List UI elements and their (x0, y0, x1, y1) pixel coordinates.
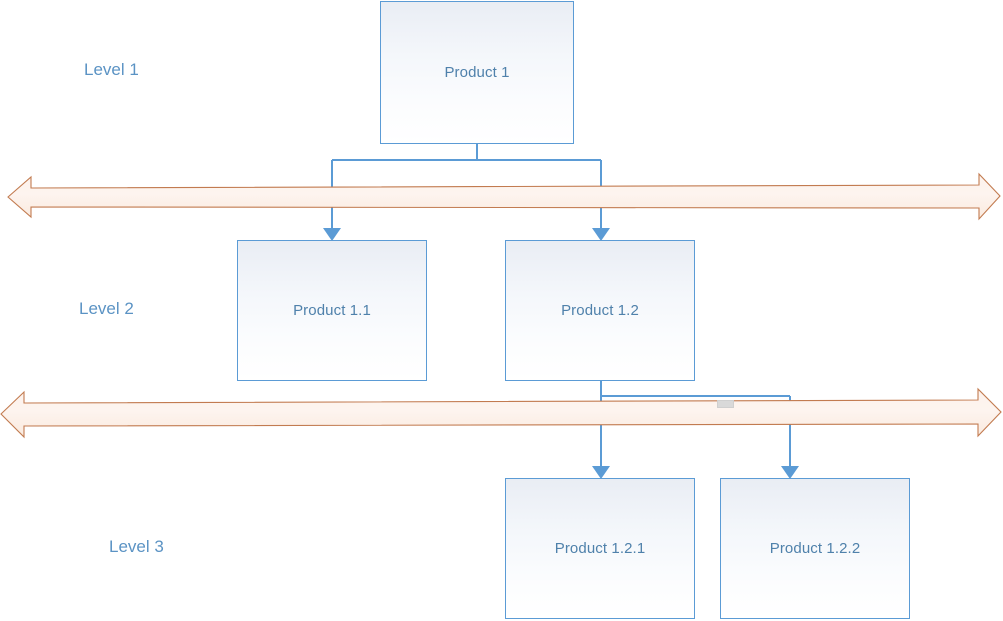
node-product-1-2-label: Product 1.2 (561, 302, 639, 319)
level-label-1: Level 1 (84, 60, 139, 80)
node-product-1-label: Product 1 (444, 64, 510, 81)
connector-arrowhead-to-product-1-2-2 (781, 466, 799, 479)
node-product-1-2-1[interactable]: Product 1.2.1 (505, 478, 695, 619)
level-label-2-text: Level 2 (79, 299, 134, 318)
connector-arrowhead-to-product-1-2 (592, 228, 610, 241)
node-product-1-2-1-label: Product 1.2.1 (554, 540, 646, 557)
node-product-1[interactable]: Product 1 (380, 1, 574, 144)
level-label-1-text: Level 1 (84, 60, 139, 79)
connector-arrowhead-to-product-1-1 (323, 228, 341, 241)
node-product-1-2-2[interactable]: Product 1.2.2 (720, 478, 910, 619)
level-label-3: Level 3 (109, 537, 164, 557)
connector-arrowhead-to-product-1-2-1 (592, 466, 610, 479)
range-arrow-level-1-2 (7, 172, 1001, 221)
node-product-1-1[interactable]: Product 1.1 (237, 240, 427, 381)
level-label-2: Level 2 (79, 299, 134, 319)
level-label-3-text: Level 3 (109, 537, 164, 556)
node-product-1-2[interactable]: Product 1.2 (505, 240, 695, 381)
node-product-1-1-label: Product 1.1 (293, 302, 371, 319)
range-arrow-level-2-3 (0, 387, 1002, 439)
selection-handle-artifact (717, 400, 734, 408)
node-product-1-2-2-label: Product 1.2.2 (769, 540, 861, 557)
